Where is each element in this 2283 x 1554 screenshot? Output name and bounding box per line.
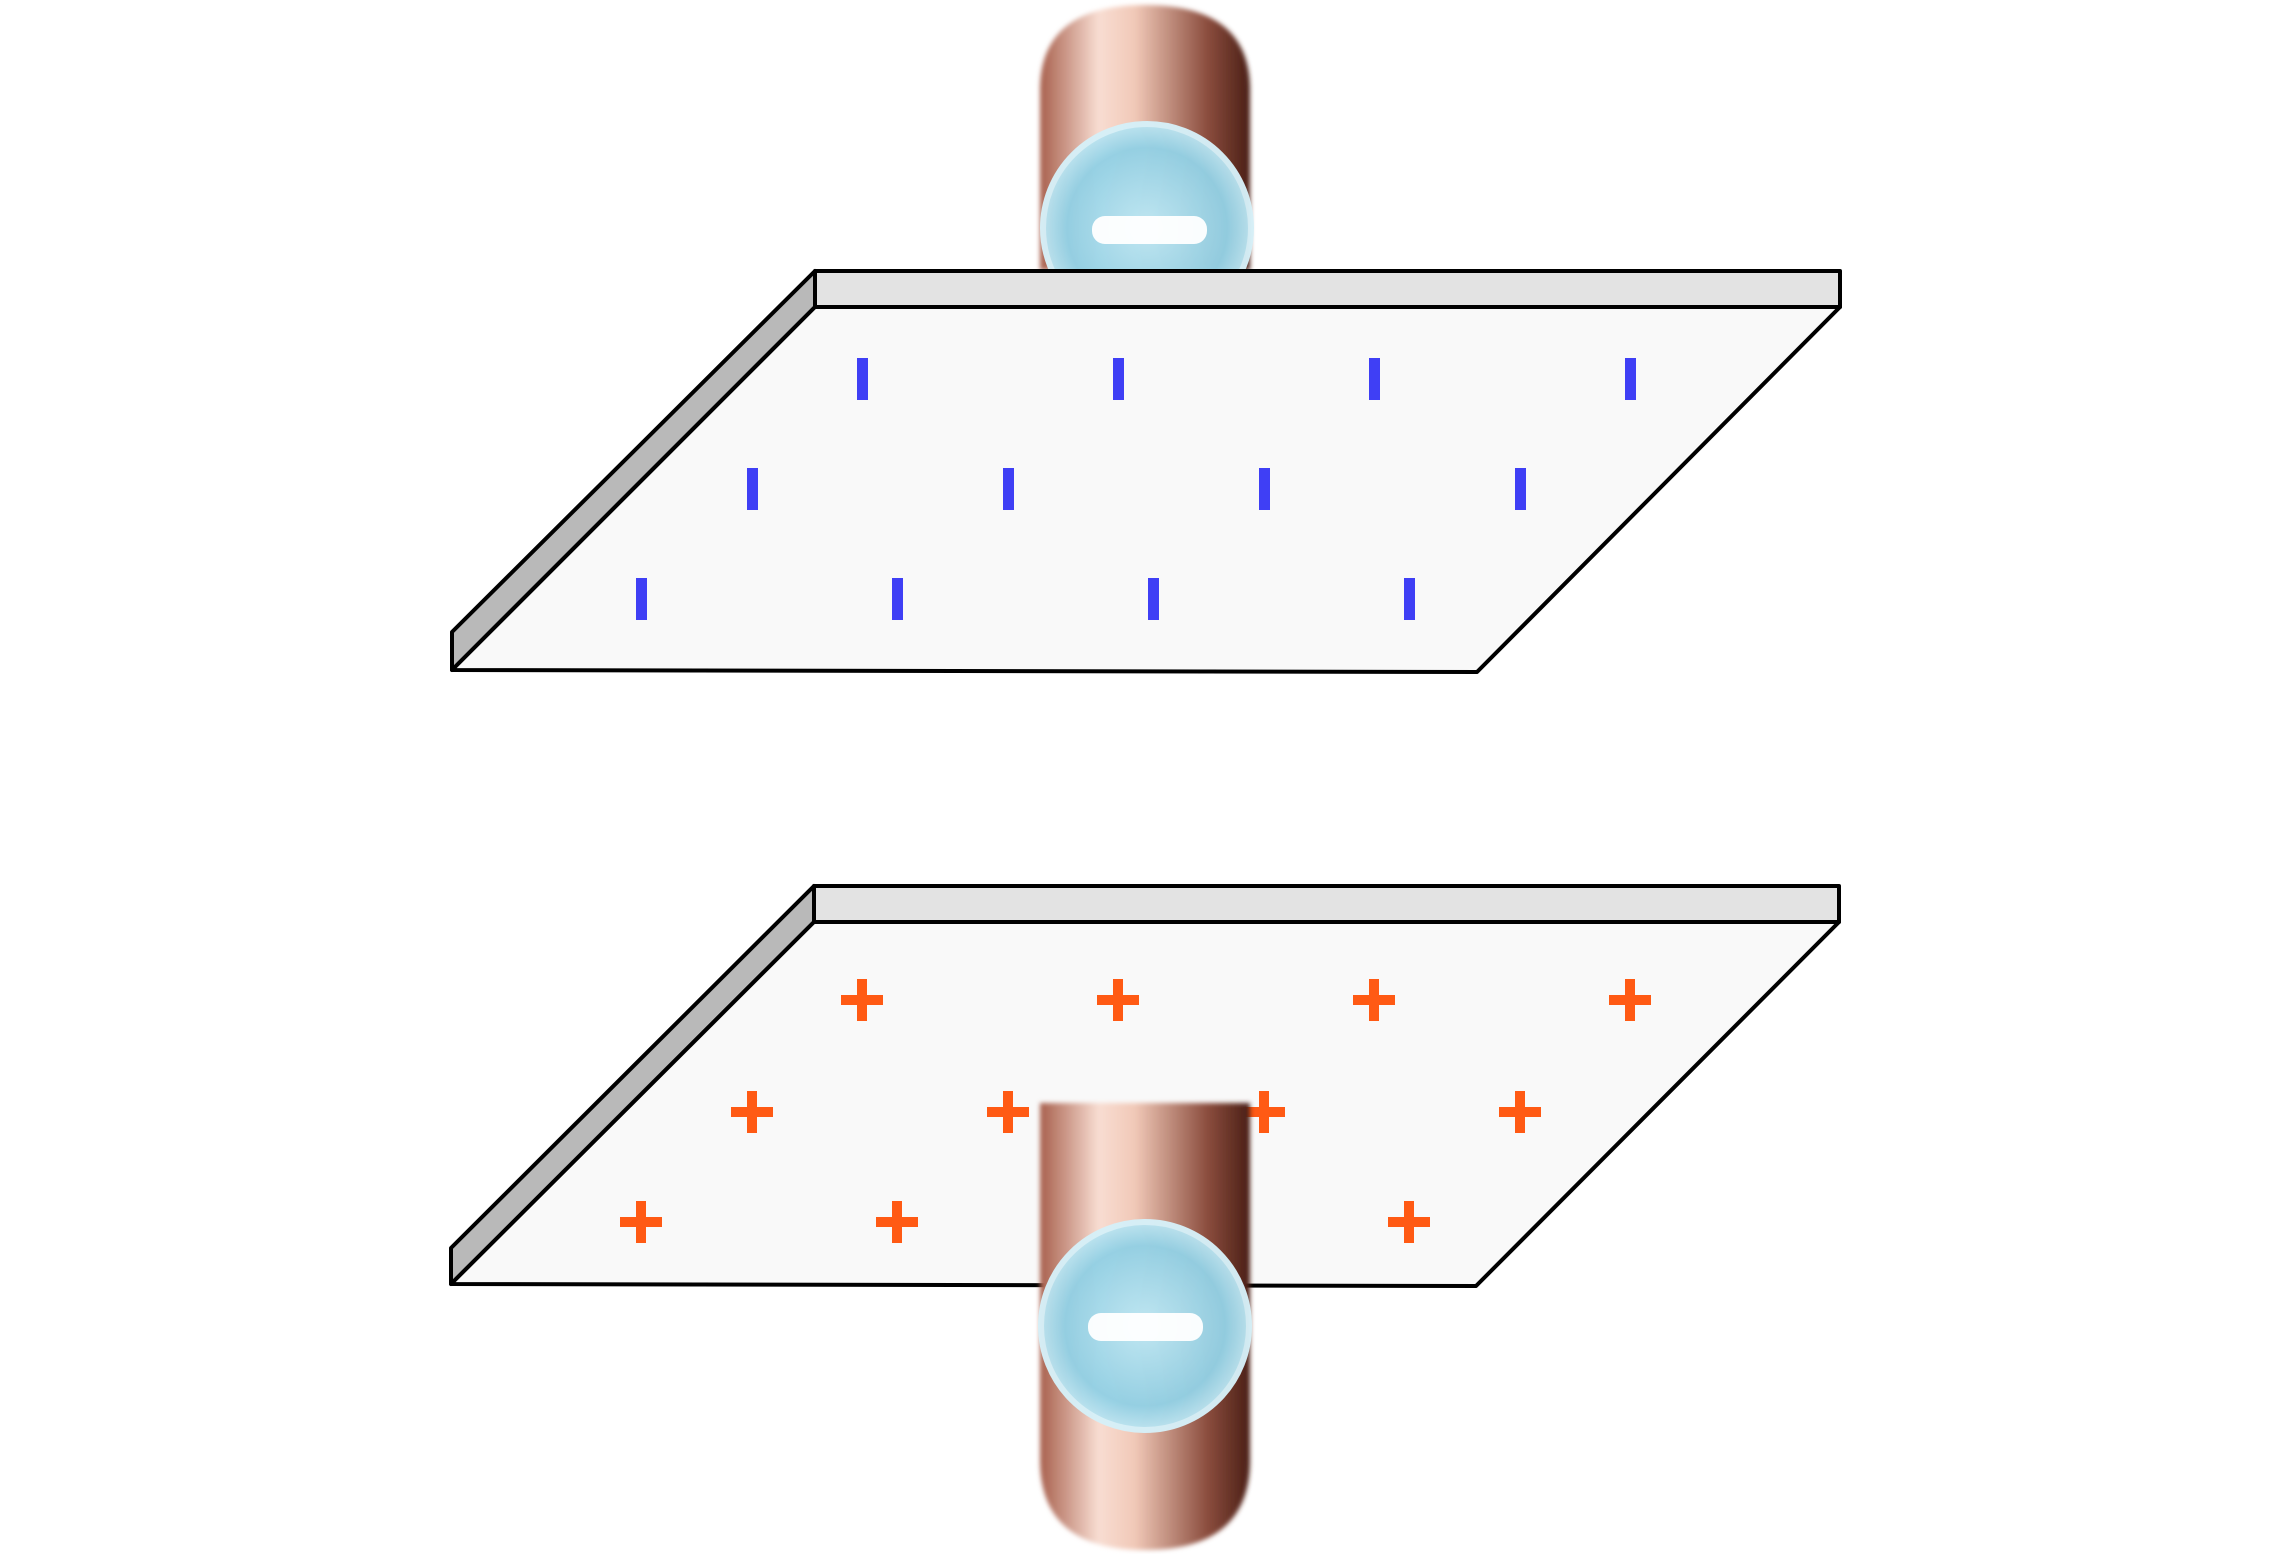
positive-charge-mark [987, 1091, 1029, 1133]
bottom-electron [1038, 1219, 1252, 1433]
top-plate-face [450, 305, 1842, 674]
negative-charge-mark [1148, 578, 1159, 620]
minus-sign-icon [1088, 1313, 1203, 1341]
positive-charge-mark [1353, 979, 1395, 1021]
negative-charge-mark [1404, 578, 1415, 620]
positive-charge-mark [1243, 1091, 1285, 1133]
minus-sign-icon [1092, 216, 1207, 244]
negative-charge-mark [1515, 468, 1526, 510]
top-plate-charges [636, 358, 1636, 620]
negative-charge-mark [636, 578, 647, 620]
negative-charge-mark [1259, 468, 1270, 510]
positive-charge-mark [841, 979, 883, 1021]
bottom-plate-back-edge [812, 884, 1841, 924]
positive-charge-mark [876, 1201, 918, 1243]
negative-charge-mark [1113, 358, 1124, 400]
negative-charge-mark [857, 358, 868, 400]
positive-charge-mark [620, 1201, 662, 1243]
positive-charge-mark [1388, 1201, 1430, 1243]
negative-charge-mark [892, 578, 903, 620]
negative-charge-mark [1369, 358, 1380, 400]
top-plate [450, 269, 1842, 674]
negative-charge-mark [1003, 468, 1014, 510]
positive-charge-mark [1609, 979, 1651, 1021]
positive-charge-mark [731, 1091, 773, 1133]
positive-charge-mark [1097, 979, 1139, 1021]
top-plate-back-edge [813, 269, 1842, 309]
negative-charge-mark [1625, 358, 1636, 400]
negative-charge-mark [747, 468, 758, 510]
positive-charge-mark [1499, 1091, 1541, 1133]
